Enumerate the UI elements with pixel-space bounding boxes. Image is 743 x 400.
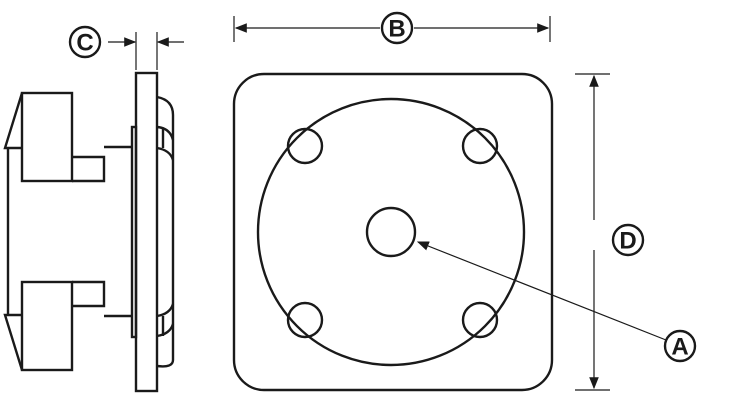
clip-bottom-block xyxy=(20,280,74,372)
foot-top-right xyxy=(461,127,499,165)
side-gasket xyxy=(130,125,138,339)
foot-bottom-right xyxy=(461,301,499,339)
clip-top-barb xyxy=(3,92,24,150)
side-foot-top xyxy=(156,125,175,161)
callout-a: A xyxy=(416,241,697,363)
label-d: D xyxy=(619,228,636,255)
dimension-b: B xyxy=(233,11,551,45)
side-plate xyxy=(134,71,159,393)
side-foot-bottom xyxy=(156,303,175,338)
label-b-circle xyxy=(380,11,414,45)
clip-bottom-barb xyxy=(3,313,24,371)
dimension-d: D xyxy=(575,73,645,391)
side-view xyxy=(3,71,175,393)
center-hole xyxy=(365,206,417,258)
clip-bottom-step xyxy=(72,280,106,308)
label-c-circle xyxy=(68,25,102,59)
front-view xyxy=(232,72,554,392)
side-feet-outline xyxy=(156,95,175,368)
front-plate xyxy=(232,72,554,392)
clip-top-block xyxy=(20,91,74,183)
label-b: B xyxy=(388,16,405,43)
label-d-circle xyxy=(611,223,645,257)
label-a-circle xyxy=(663,329,697,363)
foot-bottom-left xyxy=(286,301,324,339)
clip-top-step xyxy=(72,155,106,183)
label-a: A xyxy=(671,334,688,361)
front-ring xyxy=(256,97,526,367)
foot-top-left xyxy=(286,127,324,165)
dimension-c: C xyxy=(68,25,184,70)
label-c: C xyxy=(76,30,93,57)
